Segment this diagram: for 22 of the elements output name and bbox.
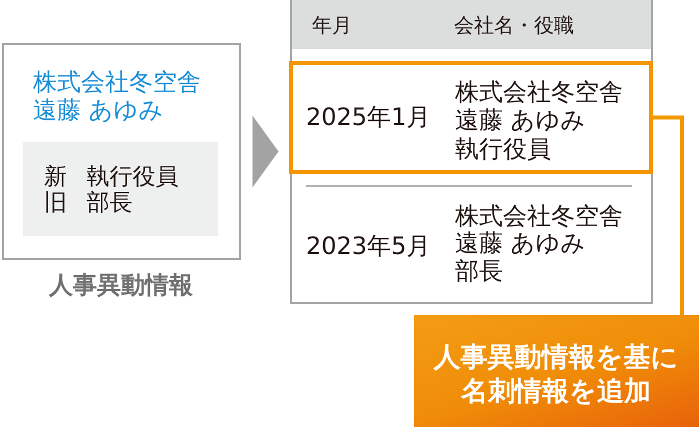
column-heading: 年月	[312, 13, 352, 37]
company-name: 株式会社冬空舎	[33, 68, 201, 96]
leader-line	[653, 116, 684, 315]
card-caption: 人事異動情報	[49, 271, 193, 299]
callout-text: 人事異動情報を基に名刺情報を追加	[432, 341, 680, 409]
role-line: 新 執行役員	[44, 164, 178, 190]
company-name: 株式会社冬空舎	[455, 202, 623, 230]
info-card	[2, 43, 241, 260]
company-name: 株式会社冬空舎	[455, 78, 623, 106]
person-name: 遠藤 あゆみ	[33, 96, 164, 124]
history-table	[290, 0, 653, 304]
role-text: 執行役員	[455, 135, 551, 163]
callout-box	[414, 315, 699, 427]
chevron-arrow	[252, 116, 278, 188]
person-name: 遠藤 あゆみ	[455, 229, 586, 257]
highlighted-row	[289, 61, 653, 174]
role-text: 部長	[455, 257, 503, 285]
column-heading: 会社名・役職	[454, 13, 574, 37]
date-text: 2025年1月	[306, 103, 430, 131]
person-name: 遠藤 あゆみ	[455, 106, 586, 134]
date-text: 2023年5月	[306, 232, 430, 260]
role-line: 旧 部長	[44, 190, 132, 216]
